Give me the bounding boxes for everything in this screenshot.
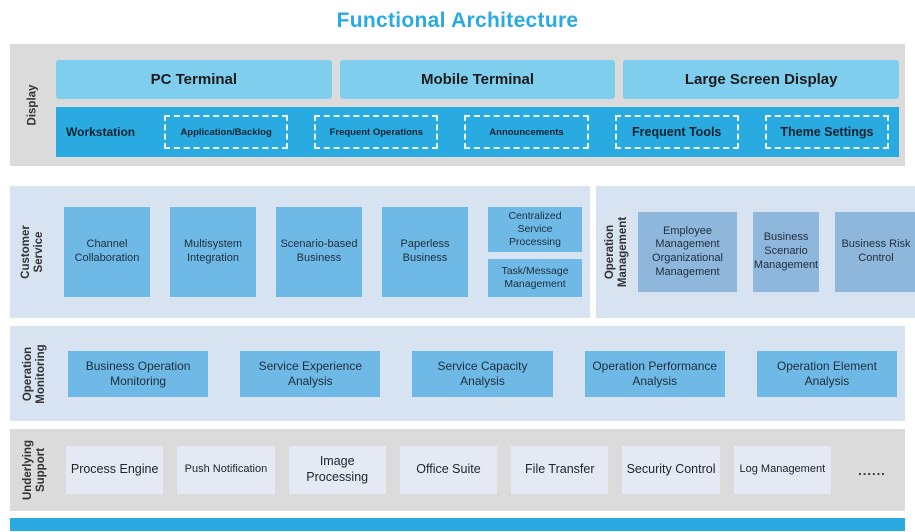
- terminal-large-screen: Large Screen Display: [623, 60, 900, 99]
- display-label: Display: [26, 84, 39, 126]
- workstation-label: Workstation: [66, 125, 136, 139]
- box-multisystem-integration: Multisystem Integration: [170, 207, 256, 297]
- box-scenario-based-business: Scenario-based Business: [276, 207, 362, 297]
- box-service-experience-analysis: Service Experience Analysis: [240, 350, 381, 397]
- customer-service-content: Channel Collaboration Multisystem Integr…: [56, 186, 590, 318]
- operation-management-section: Operation Management Employee Management…: [596, 186, 915, 318]
- workstation-item-announcements: Announcements: [464, 115, 589, 149]
- box-operation-performance-analysis: Operation Performance Analysis: [584, 350, 725, 397]
- customer-service-stack: Centralized Service Processing Task/Mess…: [488, 207, 582, 297]
- workstation-bar: Workstation Application/Backlog Frequent…: [56, 107, 899, 157]
- operation-management-content: Employee Management Organizational Manag…: [638, 186, 915, 318]
- box-service-capacity-analysis: Service Capacity Analysis: [412, 350, 553, 397]
- box-file-transfer: File Transfer: [511, 446, 609, 494]
- box-image-processing: Image Processing: [288, 446, 386, 494]
- box-operation-element-analysis: Operation Element Analysis: [756, 350, 898, 397]
- more-items-ellipsis: ......: [858, 462, 886, 478]
- box-business-risk-control: Business Risk Control: [835, 212, 915, 292]
- box-office-suite: Office Suite: [399, 446, 498, 494]
- terminal-mobile: Mobile Terminal: [339, 60, 616, 99]
- operation-monitoring-label: Operation Monitoring: [21, 343, 47, 404]
- operation-monitoring-content: Business Operation Monitoring Service Ex…: [60, 326, 905, 421]
- customer-service-label: Customer Service: [19, 225, 45, 279]
- underlying-support-label: Underlying Support: [21, 439, 47, 501]
- terminals-row: PC Terminal Mobile Terminal Large Screen…: [56, 60, 900, 99]
- box-process-engine: Process Engine: [66, 446, 164, 494]
- box-task-message-management: Task/Message Management: [488, 259, 582, 297]
- box-business-scenario-management: Business Scenario Management: [753, 212, 819, 292]
- workstation-item-theme-settings: Theme Settings: [764, 115, 890, 149]
- box-push-notification: Push Notification: [177, 446, 275, 494]
- row-customer-operation: Customer Service Channel Collaboration M…: [10, 186, 915, 318]
- underlying-support-section: Underlying Support Process Engine Push N…: [10, 429, 905, 511]
- display-content: PC Terminal Mobile Terminal Large Screen…: [56, 44, 905, 166]
- underlying-support-content: Process Engine Push Notification Image P…: [60, 429, 905, 511]
- customer-service-section: Customer Service Channel Collaboration M…: [10, 186, 590, 318]
- box-log-management: Log Management: [733, 446, 831, 494]
- box-employee-organizational-management: Employee Management Organizational Manag…: [638, 212, 737, 292]
- workstation-item-application-backlog: Application/Backlog: [164, 115, 289, 149]
- box-centralized-service-processing: Centralized Service Processing: [488, 207, 582, 253]
- terminal-pc: PC Terminal: [56, 60, 332, 99]
- page-title: Functional Architecture: [336, 9, 579, 32]
- workstation-item-frequent-tools: Frequent Tools: [614, 115, 739, 149]
- box-business-operation-monitoring: Business Operation Monitoring: [68, 350, 209, 397]
- box-security-control: Security Control: [622, 446, 720, 494]
- box-paperless-business: Paperless Business: [382, 207, 468, 297]
- box-channel-collaboration: Channel Collaboration: [64, 207, 150, 297]
- operation-management-label: Operation Management: [603, 216, 629, 288]
- bottom-accent-bar: [10, 518, 905, 531]
- display-section: Display PC Terminal Mobile Terminal Larg…: [10, 44, 905, 166]
- workstation-item-frequent-operations: Frequent Operations: [314, 115, 439, 149]
- operation-monitoring-section: Operation Monitoring Business Operation …: [10, 326, 905, 421]
